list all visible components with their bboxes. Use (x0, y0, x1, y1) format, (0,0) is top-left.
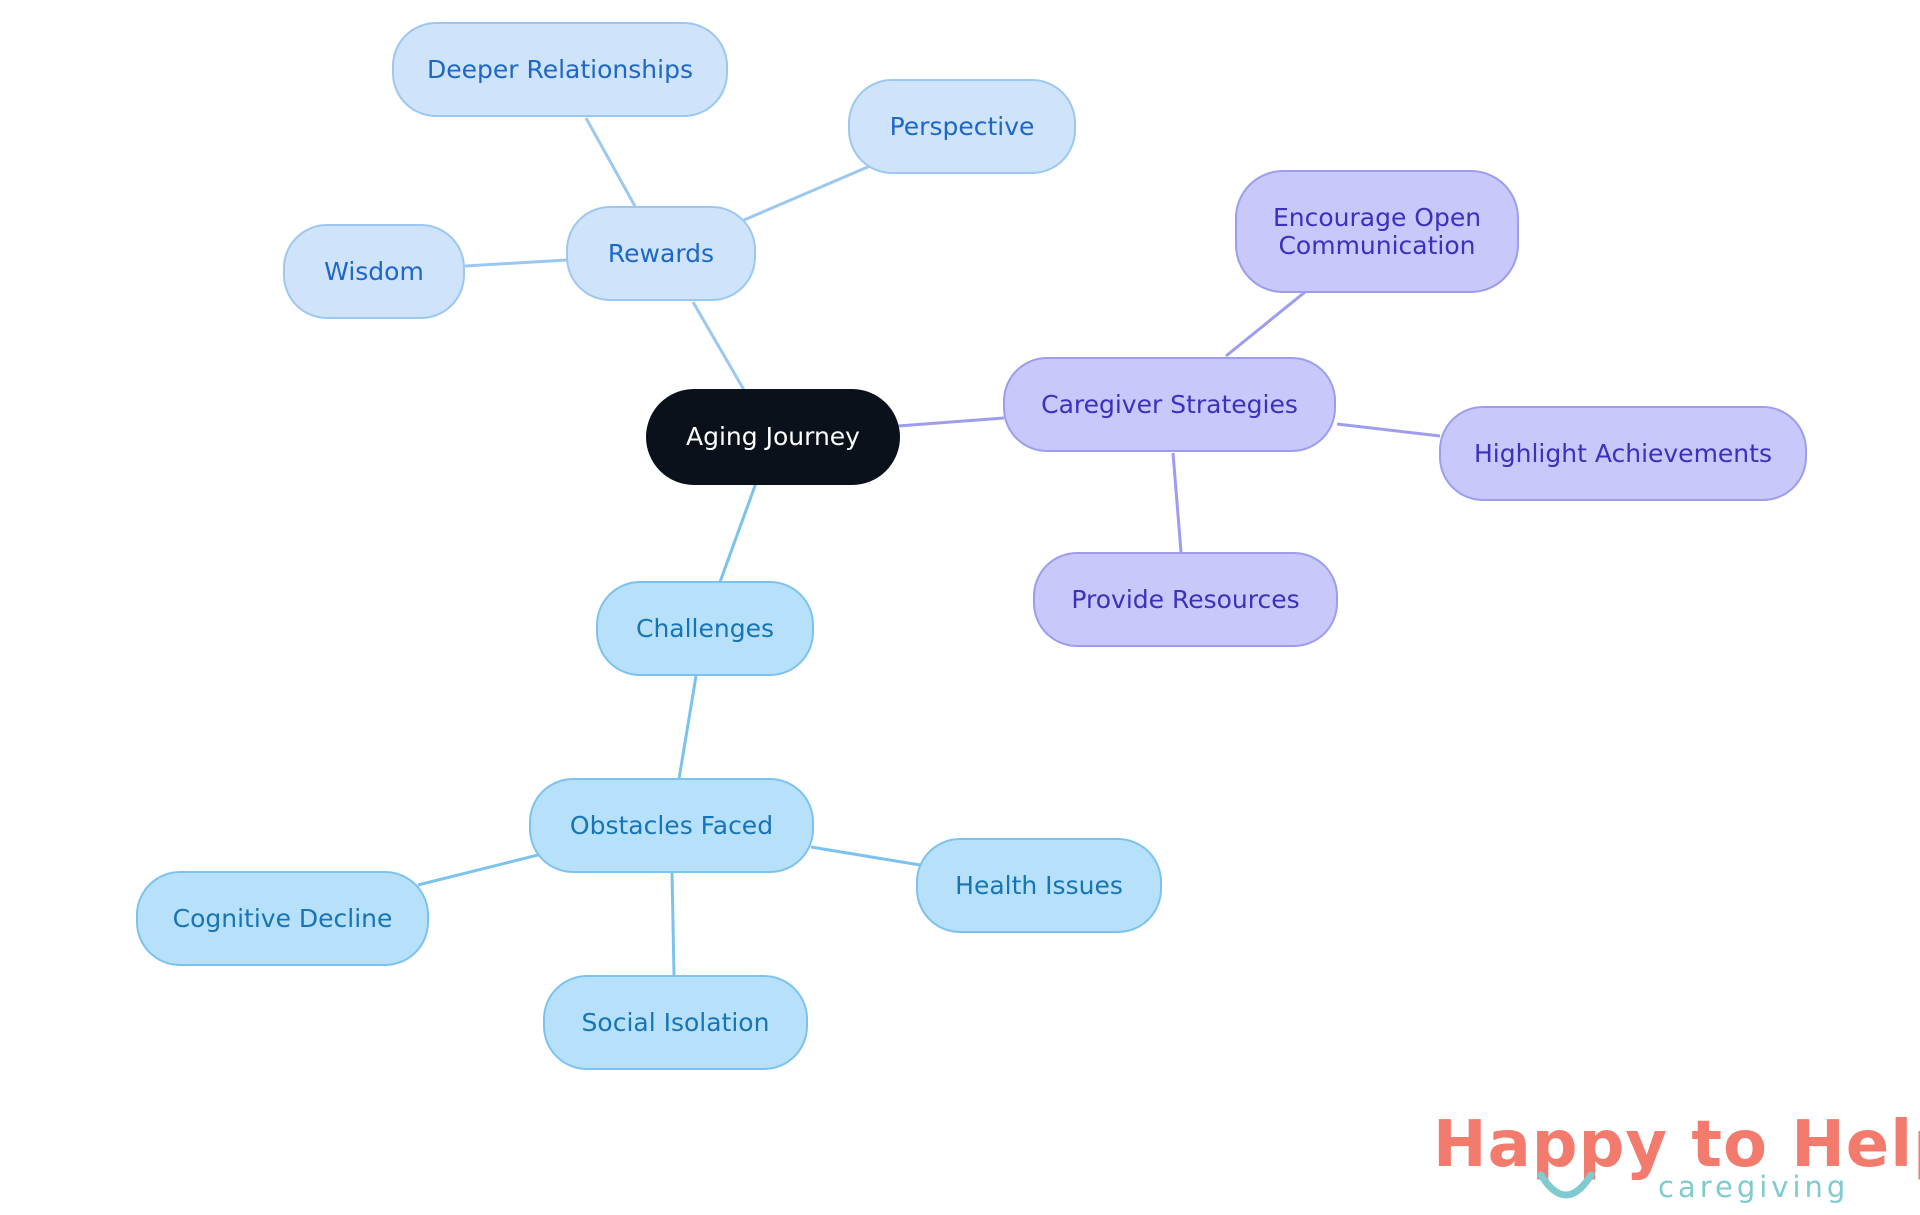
edge-rewards-wisdom (464, 258, 568, 268)
edge-rewards-deeper-relationships (584, 117, 638, 209)
edge-root-challenges (718, 482, 758, 583)
edge-rewards-perspective (743, 164, 871, 222)
edge-obstacles-cognitive-decline (417, 853, 539, 887)
logo-title: Happy to Help (1433, 1108, 1920, 1182)
brand-logo: Happy to Help caregiving (1425, 1105, 1920, 1215)
node-wisdom[interactable]: Wisdom (283, 224, 465, 319)
node-caregiver-strategies[interactable]: Caregiver Strategies (1003, 357, 1336, 452)
smile-icon (1537, 1171, 1595, 1199)
node-obstacles-faced[interactable]: Obstacles Faced (529, 778, 814, 873)
edge-root-rewards (691, 301, 746, 391)
node-deeper-relationships[interactable]: Deeper Relationships (392, 22, 728, 117)
node-perspective[interactable]: Perspective (848, 79, 1076, 174)
edge-strategies-provide-resources (1171, 452, 1183, 553)
edge-challenges-obstacles-faced (677, 675, 698, 780)
edge-obstacles-health-issues (810, 845, 921, 867)
node-challenges[interactable]: Challenges (596, 581, 814, 676)
node-encourage-open-communication[interactable]: Encourage Open Communication (1235, 170, 1519, 293)
edge-strategies-encourage-communication (1225, 290, 1306, 358)
node-social-isolation[interactable]: Social Isolation (543, 975, 808, 1070)
node-highlight-achievements[interactable]: Highlight Achievements (1439, 406, 1807, 501)
edge-strategies-highlight-achievements (1336, 422, 1441, 438)
node-cognitive-decline[interactable]: Cognitive Decline (136, 871, 429, 966)
node-aging-journey[interactable]: Aging Journey (646, 389, 900, 485)
node-health-issues[interactable]: Health Issues (916, 838, 1162, 933)
logo-subtitle: caregiving (1658, 1170, 1850, 1204)
edge-root-caregiver-strategies (897, 416, 1005, 428)
edge-obstacles-social-isolation (670, 871, 676, 976)
node-provide-resources[interactable]: Provide Resources (1033, 552, 1338, 647)
node-rewards[interactable]: Rewards (566, 206, 756, 301)
